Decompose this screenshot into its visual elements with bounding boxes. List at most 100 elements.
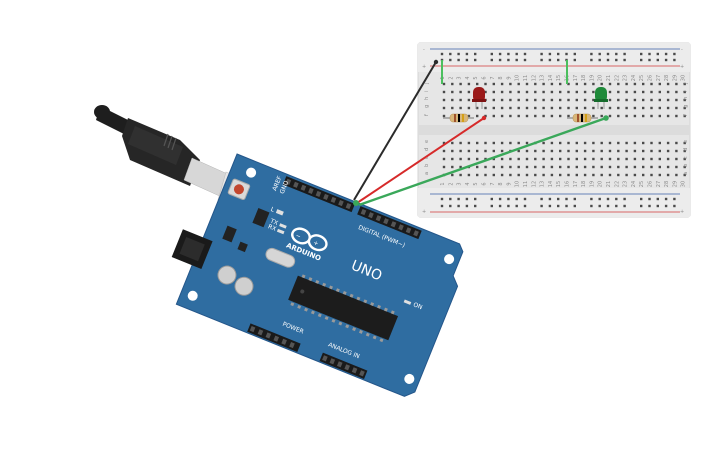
breadboard-hole[interactable] <box>666 106 670 110</box>
breadboard-hole[interactable] <box>642 157 645 161</box>
breadboard-hole[interactable] <box>442 98 446 102</box>
breadboard-hole[interactable] <box>633 106 637 110</box>
breadboard-hole[interactable] <box>500 165 504 169</box>
breadboard-hole[interactable] <box>498 52 502 56</box>
breadboard-hole[interactable] <box>500 98 504 102</box>
breadboard-hole[interactable] <box>559 149 562 153</box>
breadboard-hole[interactable] <box>492 141 495 145</box>
breadboard-hole[interactable] <box>442 106 446 110</box>
breadboard-hole[interactable] <box>675 90 678 94</box>
header-pin[interactable] <box>398 224 404 231</box>
breadboard-hole[interactable] <box>451 98 454 102</box>
breadboard-hole[interactable] <box>658 149 661 153</box>
breadboard-hole[interactable] <box>540 52 543 56</box>
breadboard-hole[interactable] <box>442 114 446 118</box>
breadboard-hole[interactable] <box>500 90 504 94</box>
breadboard-hole[interactable] <box>590 204 593 208</box>
breadboard-hole[interactable] <box>492 114 495 118</box>
breadboard-hole[interactable] <box>567 157 570 161</box>
breadboard-hole[interactable] <box>573 204 576 208</box>
breadboard-hole[interactable] <box>525 165 529 169</box>
green-led[interactable] <box>594 87 608 109</box>
breadboard-hole[interactable] <box>673 52 676 56</box>
breadboard-hole[interactable] <box>608 173 612 177</box>
breadboard-hole[interactable] <box>590 58 593 62</box>
breadboard-hole[interactable] <box>565 197 568 201</box>
breadboard-hole[interactable] <box>592 141 595 145</box>
breadboard-hole[interactable] <box>451 106 454 110</box>
breadboard-hole[interactable] <box>640 52 643 56</box>
header-pin[interactable] <box>329 358 336 365</box>
breadboard-hole[interactable] <box>517 149 520 153</box>
header-pin[interactable] <box>285 178 292 185</box>
breadboard-hole[interactable] <box>515 52 518 56</box>
breadboard-hole[interactable] <box>449 52 452 56</box>
breadboard-hole[interactable] <box>509 98 512 102</box>
breadboard-hole[interactable] <box>683 90 686 94</box>
breadboard-hole[interactable] <box>509 141 512 145</box>
breadboard-hole[interactable] <box>617 157 620 161</box>
breadboard-hole[interactable] <box>573 58 576 62</box>
breadboard-hole[interactable] <box>683 141 686 145</box>
breadboard-hole[interactable] <box>658 114 661 118</box>
breadboard-hole[interactable] <box>658 141 661 145</box>
breadboard-hole[interactable] <box>484 90 487 94</box>
breadboard-hole[interactable] <box>559 90 562 94</box>
breadboard-hole[interactable] <box>525 173 529 177</box>
breadboard-hole[interactable] <box>457 197 460 201</box>
breadboard-hole[interactable] <box>590 197 593 201</box>
breadboard-hole[interactable] <box>492 149 495 153</box>
breadboard-hole[interactable] <box>664 58 668 62</box>
header-pin[interactable] <box>344 364 350 371</box>
breadboard-hole[interactable] <box>509 90 512 94</box>
resistor-right[interactable] <box>567 113 598 123</box>
breadboard-hole[interactable] <box>451 157 454 161</box>
breadboard-hole[interactable] <box>650 90 653 94</box>
breadboard-hole[interactable] <box>500 141 504 145</box>
breadboard-hole[interactable] <box>575 149 578 153</box>
black-wire-gnd[interactable] <box>353 61 437 201</box>
breadboard-hole[interactable] <box>664 204 668 208</box>
breadboard-hole[interactable] <box>534 173 537 177</box>
breadboard-hole[interactable] <box>457 58 460 62</box>
breadboard-hole[interactable] <box>557 52 560 56</box>
breadboard-hole[interactable] <box>525 106 529 110</box>
breadboard-hole[interactable] <box>683 106 686 110</box>
breadboard-hole[interactable] <box>559 98 562 102</box>
breadboard-hole[interactable] <box>492 82 495 86</box>
breadboard-hole[interactable] <box>583 106 587 110</box>
breadboard-hole[interactable] <box>683 157 686 161</box>
breadboard-hole[interactable] <box>664 197 668 201</box>
breadboard-hole[interactable] <box>525 157 529 161</box>
breadboard-hole[interactable] <box>517 98 520 102</box>
breadboard-hole[interactable] <box>451 82 454 86</box>
breadboard-hole[interactable] <box>615 204 618 208</box>
breadboard-hole[interactable] <box>648 58 651 62</box>
breadboard-hole[interactable] <box>592 149 595 153</box>
breadboard-hole[interactable] <box>490 204 493 208</box>
breadboard-hole[interactable] <box>509 82 512 86</box>
breadboard-hole[interactable] <box>617 82 620 86</box>
breadboard-hole[interactable] <box>642 106 645 110</box>
breadboard-hole[interactable] <box>648 197 651 201</box>
breadboard-hole[interactable] <box>650 173 653 177</box>
breadboard-hole[interactable] <box>559 141 562 145</box>
breadboard-hole[interactable] <box>592 98 595 102</box>
breadboard-hole[interactable] <box>600 157 603 161</box>
breadboard-hole[interactable] <box>625 173 628 177</box>
breadboard-hole[interactable] <box>467 114 471 118</box>
breadboard-hole[interactable] <box>666 82 670 86</box>
breadboard-hole[interactable] <box>583 173 587 177</box>
breadboard-hole[interactable] <box>650 165 653 169</box>
breadboard-hole[interactable] <box>467 173 471 177</box>
power-jack-icon[interactable] <box>171 229 213 270</box>
breadboard-hole[interactable] <box>675 173 678 177</box>
breadboard-hole[interactable] <box>525 149 529 153</box>
breadboard-hole[interactable] <box>583 90 587 94</box>
breadboard-hole[interactable] <box>476 165 479 169</box>
breadboard-hole[interactable] <box>467 90 471 94</box>
breadboard-hole[interactable] <box>474 197 477 201</box>
breadboard-hole[interactable] <box>642 90 645 94</box>
red-led[interactable] <box>472 87 486 109</box>
header-pin[interactable] <box>265 332 272 339</box>
